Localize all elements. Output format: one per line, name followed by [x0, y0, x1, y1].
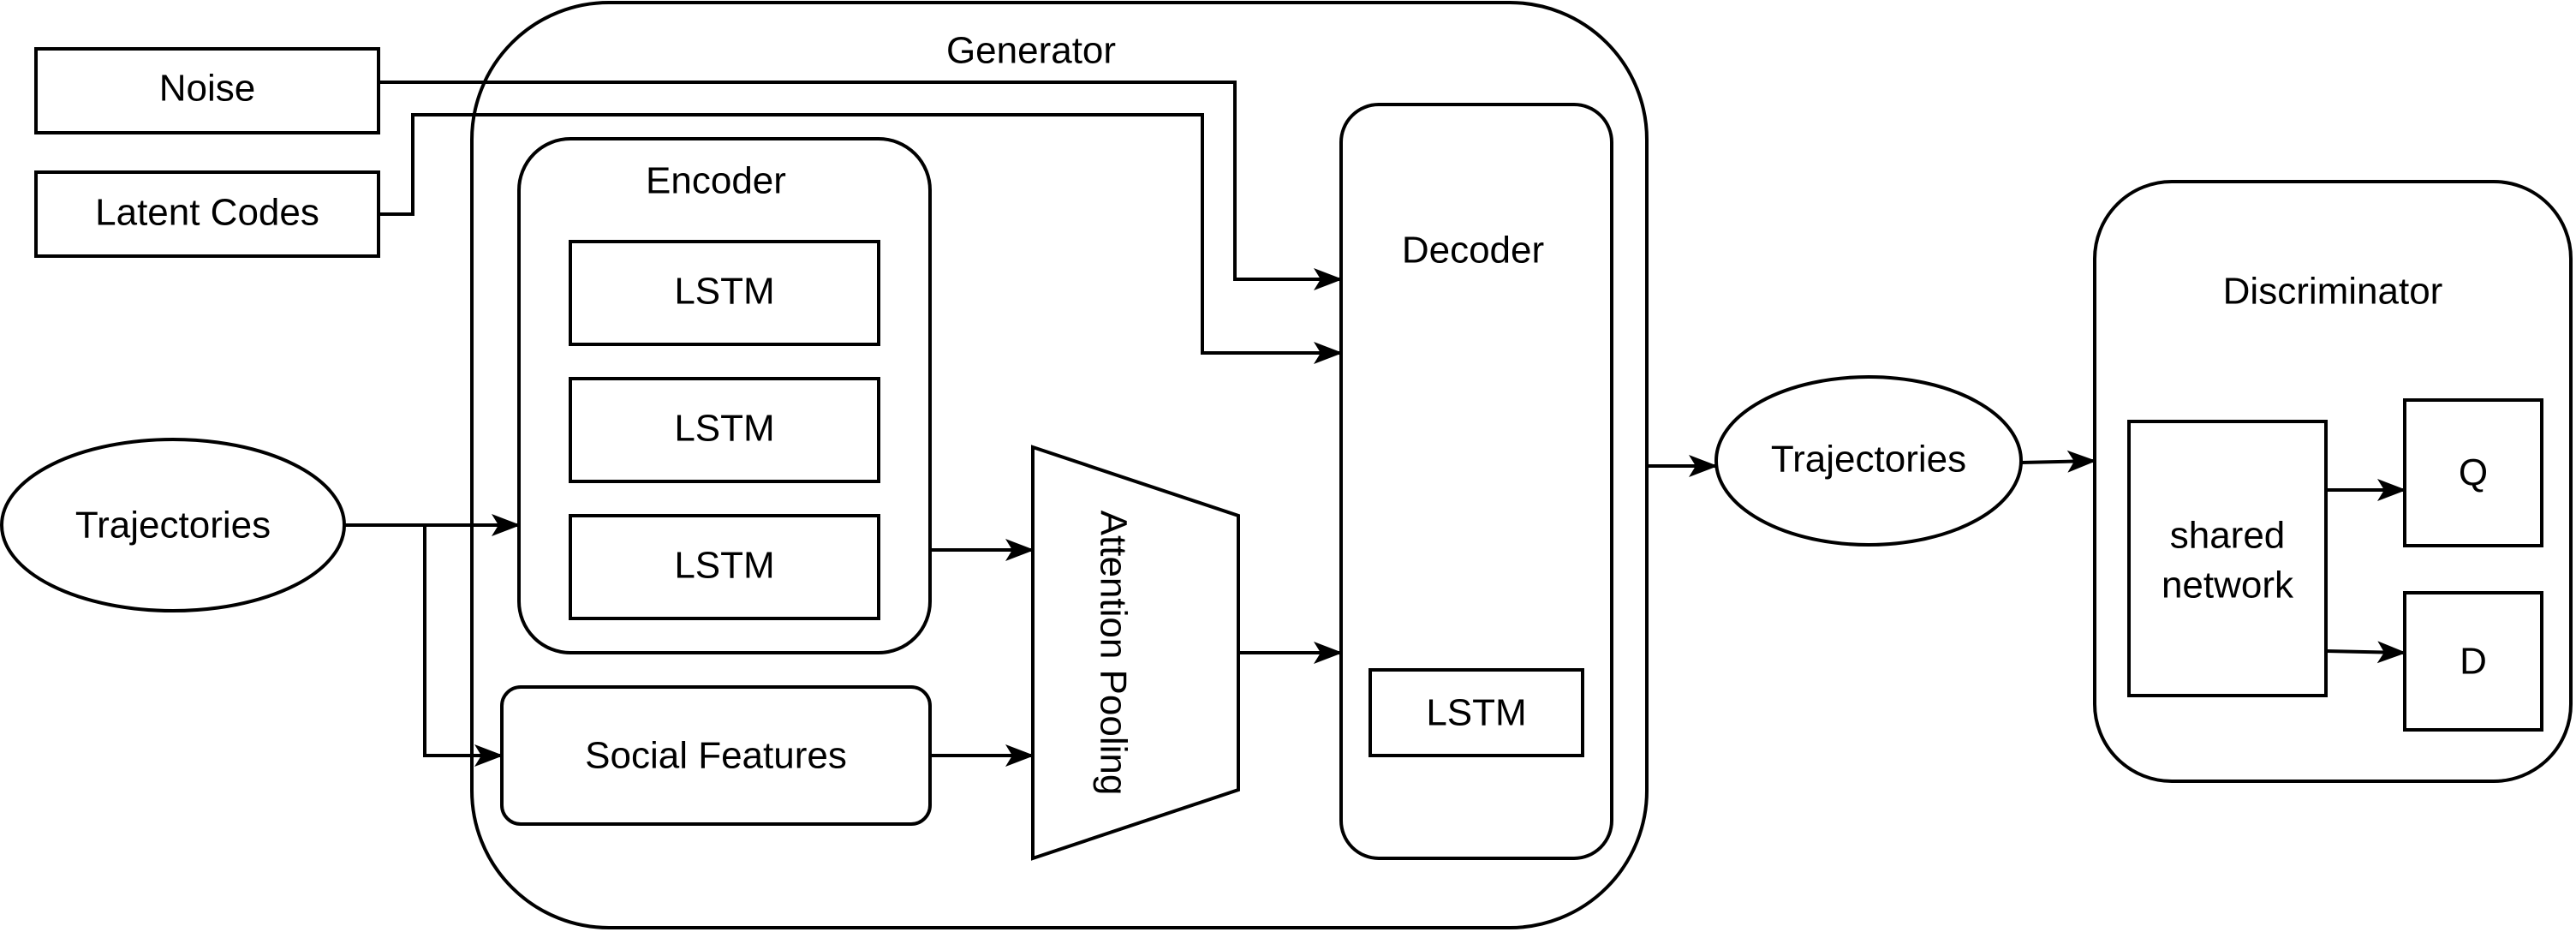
encoder-block: Encoder LSTM LSTM LSTM: [517, 137, 932, 654]
encoder-lstm-2-box: [569, 377, 880, 483]
shared-network-to-d-arrow: [2325, 641, 2406, 664]
latent-codes-to-decoder-arrow: [379, 113, 1343, 364]
latent-codes-input: Latent Codes: [34, 170, 380, 258]
noise-label: Noise: [159, 68, 256, 110]
shared-network-box: [2127, 420, 2328, 697]
trajectories-to-discriminator-arrow: [2020, 450, 2096, 473]
decoder-lstm-label: LSTM: [1426, 692, 1526, 734]
decoder-block: Decoder LSTM: [1339, 103, 1613, 860]
attention-pooling-block: Attention Pooling: [1031, 445, 1240, 861]
d-head-label: D: [2460, 641, 2487, 683]
d-head-box: [2403, 591, 2543, 732]
generator-title: Generator: [946, 30, 1116, 72]
generated-trajectories: Trajectories: [1714, 375, 2023, 547]
attention-pooling-label: Attention Pooling: [1093, 511, 1135, 796]
generated-trajectories-label: Trajectories: [1771, 439, 1966, 481]
decoder-lstm-box: [1368, 668, 1584, 757]
shared-network-label-line1: shared: [2170, 515, 2286, 557]
encoder-lstm-3-label: LSTM: [674, 545, 774, 587]
encoder-lstm-2-label: LSTM: [674, 408, 774, 450]
trajectories-to-social-features-arrow: [423, 525, 504, 767]
encoder-title: Encoder: [646, 160, 786, 202]
discriminator-title: Discriminator: [2223, 271, 2443, 313]
social-features-block: Social Features: [500, 685, 932, 826]
noise-input: Noise: [34, 47, 380, 134]
trajectories-input: Trajectories: [0, 438, 346, 612]
noise-box: [34, 47, 380, 134]
discriminator-container: [2093, 180, 2573, 783]
trajectories-input-label: Trajectories: [75, 505, 271, 547]
attention-pooling-trapezoid: [1031, 445, 1240, 861]
connectors: [344, 81, 2406, 767]
social-features-label: Social Features: [585, 735, 847, 777]
noise-to-decoder-arrow: [379, 81, 1343, 290]
decoder-title: Decoder: [1402, 230, 1544, 272]
q-head-box: [2403, 398, 2543, 547]
latent-codes-label: Latent Codes: [95, 192, 319, 234]
encoder-lstm-3-box: [569, 514, 880, 620]
discriminator-block: Discriminator shared network Q D: [2093, 180, 2573, 783]
shared-network-label-line2: network: [2162, 565, 2294, 606]
q-head-label: Q: [2459, 452, 2488, 494]
encoder-lstm-1-label: LSTM: [674, 271, 774, 313]
encoder-lstm-1-box: [569, 240, 880, 346]
latent-codes-box: [34, 170, 380, 258]
